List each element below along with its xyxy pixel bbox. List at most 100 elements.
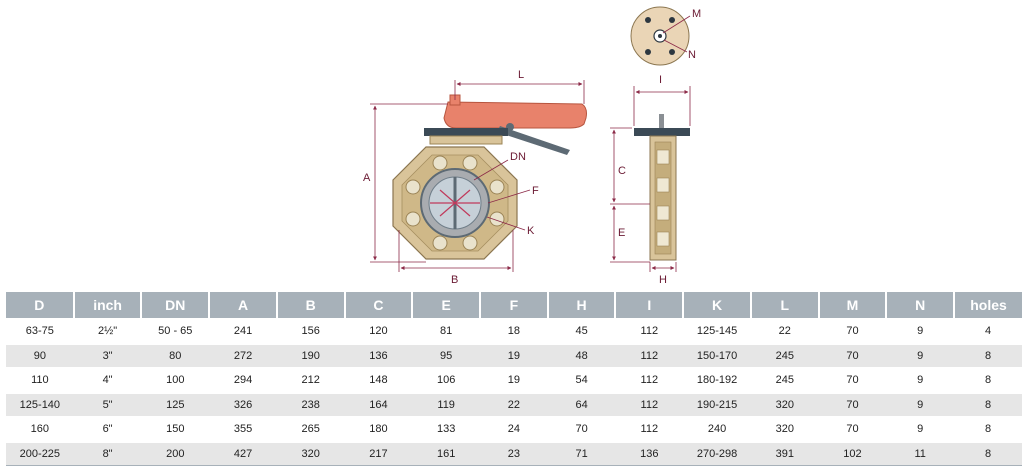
table-cell: 156 [276,318,345,344]
table-cell: 217 [344,440,413,466]
column-header: C [343,292,413,319]
table-cell: 22 [480,391,548,418]
table-cell: 8 [954,391,1022,418]
dimension-c [610,127,650,205]
dimension-e [610,205,650,263]
table-cell: 102 [818,440,887,466]
label-k: K [527,225,535,237]
table-cell: 70 [818,416,887,442]
table-cell: 125 [141,391,210,418]
valve-handle [443,94,587,155]
table-cell: 19 [480,342,548,369]
column-header: I [614,292,684,319]
table-cell: 120 [344,318,413,344]
label-i: I [659,74,662,86]
table-cell: 112 [615,342,684,369]
table-cell: 18 [480,318,548,344]
column-header: H [546,292,616,319]
table-cell: 24 [480,416,548,442]
side-view: I C E H [610,74,691,286]
column-header: inch [72,292,142,319]
table-cell: 3" [73,342,142,369]
label-n: N [688,49,696,61]
dimension-a [370,103,448,263]
table-cell: 22 [750,318,819,344]
table-cell: 272 [209,342,277,369]
table-cell: 320 [276,440,345,466]
table-cell: 164 [344,391,413,418]
column-header: B [275,292,345,319]
table-cell: 355 [209,416,277,442]
table-cell: 9 [886,391,955,418]
label-dn: DN [510,151,526,163]
column-header: E [411,292,481,319]
top-plate [424,128,508,136]
table-cell: 4 [954,318,1022,344]
table-cell: 9 [886,318,955,344]
table-cell: 23 [480,440,548,466]
table-cell: 294 [209,367,277,393]
table-cell: 8 [954,342,1022,369]
table-cell: 70 [818,367,887,393]
table-cell: 9 [886,416,955,442]
label-f: F [532,185,539,197]
table-cell: 63-75 [6,318,74,344]
table-cell: 112 [615,416,684,442]
table-cell: 4" [73,367,142,393]
table-cell: 2½" [73,318,142,344]
table-cell: 391 [750,440,819,466]
table-cell: 8" [73,440,142,466]
table-cell: 136 [615,440,684,466]
dimension-b [398,230,514,272]
table-cell: 180 [344,416,413,442]
column-header: M [817,292,887,319]
label-l: L [518,69,524,81]
column-header: L [749,292,819,319]
dimension-l [454,80,585,104]
table-cell: 80 [141,342,210,369]
table-cell: 70 [547,416,616,442]
table-cell: 5" [73,391,142,418]
table-cell: 119 [412,391,481,418]
table-cell: 148 [344,367,413,393]
table-cell: 70 [818,342,887,369]
table-cell: 19 [480,367,548,393]
dimension-i [633,86,691,126]
table-cell: 64 [547,391,616,418]
table-cell: 212 [276,367,345,393]
table-cell: 125-145 [683,318,751,344]
table-cell: 240 [683,416,751,442]
table-cell: 112 [615,367,684,393]
side-top-plate [634,128,690,136]
table-cell: 161 [412,440,481,466]
table-cell: 8 [954,367,1022,393]
table-cell: 150-170 [683,342,751,369]
table-cell: 9 [886,367,955,393]
label-c: C [618,165,626,177]
column-header: A [208,292,277,319]
table-cell: 190-215 [683,391,751,418]
label-e: E [618,227,625,239]
table-cell: 160 [6,416,74,442]
table-cell: 95 [412,342,481,369]
table-cell: 81 [412,318,481,344]
dimension-h [649,262,677,272]
table-cell: 100 [141,367,210,393]
table-cell: 265 [276,416,345,442]
column-header: F [479,292,548,319]
table-cell: 50 - 65 [141,318,210,344]
table-cell: 241 [209,318,277,344]
table-cell: 133 [412,416,481,442]
table-cell: 200 [141,440,210,466]
column-header: DN [140,292,210,319]
table-cell: 48 [547,342,616,369]
table-cell: 326 [209,391,277,418]
